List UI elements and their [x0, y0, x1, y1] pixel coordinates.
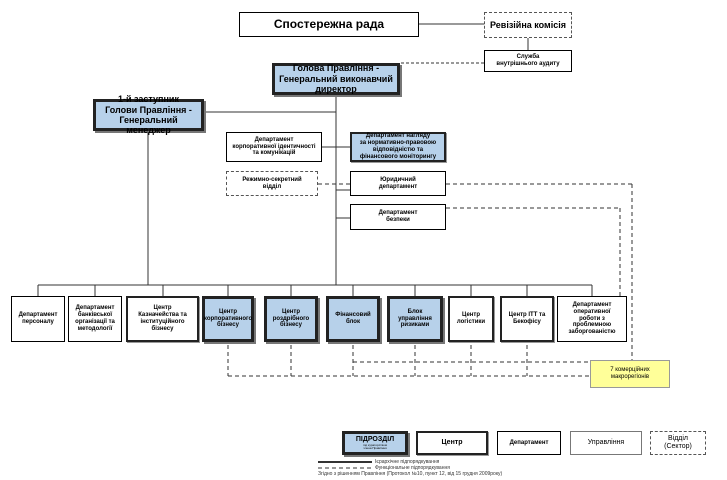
legend-subdivision: ПІДРОЗДІЛ під кураторством члена Правлін… [342, 431, 408, 455]
node-it-backoffice: Центр ІТТ та Бекофісу [500, 296, 554, 342]
node-legal: Юридичний департамент [350, 171, 446, 196]
node-personnel: Департамент персоналу [11, 296, 65, 342]
node-internal-audit: Служба внутрішнього аудиту [484, 50, 572, 72]
legend-center: Центр [416, 431, 488, 455]
legend-directorate: Управління [570, 431, 642, 455]
node-supervisory-board: Спостережна рада [239, 12, 419, 37]
node-corporate-business: Центр корпоративного бізнесу [202, 296, 254, 342]
node-corporate-identity: Департамент корпоративної ідентичності т… [226, 132, 322, 162]
legend-division: Відділ (Сектор) [650, 431, 706, 455]
node-first-deputy: 1-й заступник Голови Правління - Генерал… [93, 94, 204, 135]
node-financial-block: Фінансовий блок [326, 296, 380, 342]
node-treasury-institutional: Центр Казначейства та інституційного біз… [126, 296, 199, 342]
node-macroregions: 7 комерційних макрорегіонів [590, 360, 670, 388]
node-retail-business: Центр роздрібного бізнесу [264, 296, 318, 342]
node-logistics: Центр логістики [448, 296, 494, 342]
legend-hierarchical: Ієрархічне підпорядкування [375, 459, 440, 465]
node-secret-division: Режимно-секретний відділ [226, 171, 318, 196]
legend-approval: Згідно з рішенням Правління (Протокол №1… [318, 471, 503, 477]
node-problem-debt: Департамент оперативної роботи з проблем… [557, 296, 627, 342]
node-audit-commission: Ревізійна комісія [484, 12, 572, 38]
legend-department: Департамент [497, 431, 561, 455]
node-chairman: Голова Правління - Генеральний виконавчи… [272, 63, 400, 95]
node-compliance: Департамент нагляду за нормативно-правов… [350, 132, 446, 162]
node-security: Департамент безпеки [350, 204, 446, 230]
legend-functional: Функціональне підпорядкування [375, 465, 450, 471]
node-risk-block: Блок управління ризиками [387, 296, 443, 342]
node-banking-methodology: Департамент банківської організації та м… [68, 296, 122, 342]
